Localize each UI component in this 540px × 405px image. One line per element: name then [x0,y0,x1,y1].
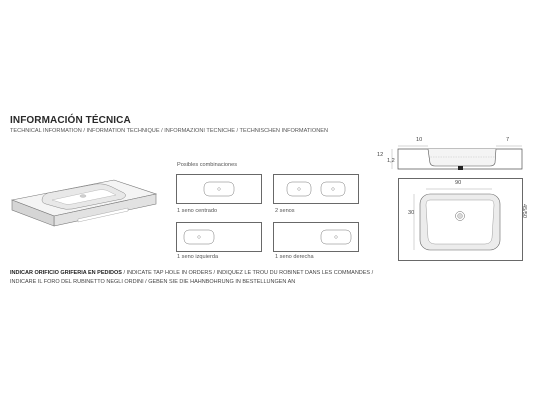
option-centered-basin-diagram [176,174,262,204]
dim-plan-width: 90 [455,180,462,186]
washbasin-perspective-drawing [10,179,158,227]
option-label: 2 senos [275,208,295,214]
tap-hole-notice-line2: INDICARE IL FORO DEL RUBINETTO NEGLI ORD… [10,279,296,285]
side-section-diagram [391,145,523,170]
tap-hole-notice-line1: INDICAR ORIFICIO GRIFERIA EN PEDIDOS / I… [10,270,373,276]
tap-hole-notice-rest: / INDICATE TAP HOLE IN ORDERS / INDIQUEZ… [121,270,374,276]
option-label: 1 seno izquierda [177,254,219,260]
dim-side-left: 10 [416,137,423,143]
dim-side-height-inner: 1,2 [387,158,395,164]
option-label: 1 seno derecha [275,254,314,260]
page-subtitle: TECHNICAL INFORMATION / INFORMATION TECH… [10,128,329,134]
tap-hole-notice-bold: INDICAR ORIFICIO GRIFERIA EN PEDIDOS [10,270,122,276]
dim-plan-basin-depth: 30 [408,210,415,216]
dim-side-height-outer: 12 [377,152,384,158]
option-label: 1 seno centrado [177,208,218,214]
option-left-basin-diagram [176,222,262,252]
dim-plan-depth: 45/50 [521,204,527,218]
dim-side-right: 7 [506,137,510,143]
page-title: INFORMACIÓN TÉCNICA [10,115,131,126]
option-two-basins-diagram [273,174,359,204]
combinations-heading: Posibles combinaciones [177,162,238,168]
option-right-basin-diagram [273,222,359,252]
plan-view-diagram [398,178,523,261]
